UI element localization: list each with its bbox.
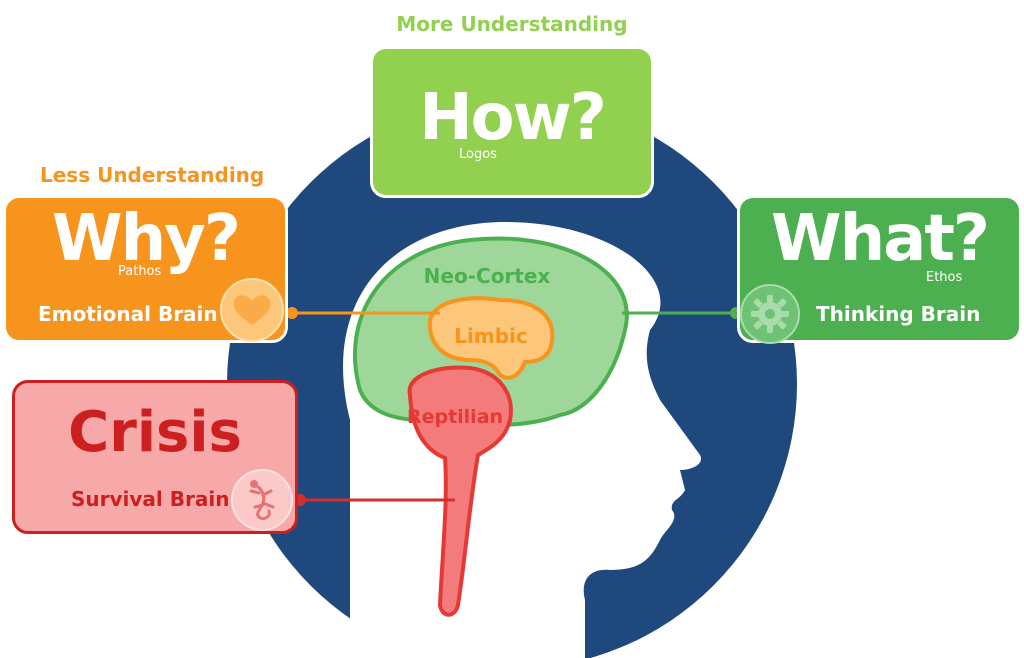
what-box: What? Ethos Thinking Brain [737, 195, 1022, 344]
how-caption: More Understanding [396, 12, 628, 36]
why-note: Pathos [118, 264, 162, 279]
what-title: What? [770, 202, 990, 276]
lizard-icon [231, 469, 293, 531]
neocortex-label: Neo-Cortex [424, 264, 551, 288]
crisis-title: Crisis [68, 400, 242, 465]
what-note: Ethos [926, 270, 963, 285]
reptilian-label: Reptilian [407, 406, 503, 428]
limbic-region [427, 296, 555, 380]
how-title: How? [419, 81, 607, 155]
limbic-label: Limbic [454, 324, 527, 348]
reptilian-region [407, 365, 513, 617]
how-box: How? Logos [370, 46, 654, 198]
emotional-connector-dot [286, 307, 298, 319]
crisis-box: Crisis Survival Brain [12, 380, 298, 534]
heart-icon [220, 278, 284, 342]
emotional-brain-label: Emotional Brain [38, 302, 218, 326]
survival-brain-label: Survival Brain [71, 487, 230, 511]
gear-icon [740, 284, 800, 344]
thinking-brain-label: Thinking Brain [816, 302, 981, 326]
why-title: Why? [52, 202, 241, 276]
why-box: Why? Pathos Emotional Brain [3, 195, 288, 343]
how-note: Logos [459, 147, 497, 162]
why-caption: Less Understanding [40, 163, 265, 187]
